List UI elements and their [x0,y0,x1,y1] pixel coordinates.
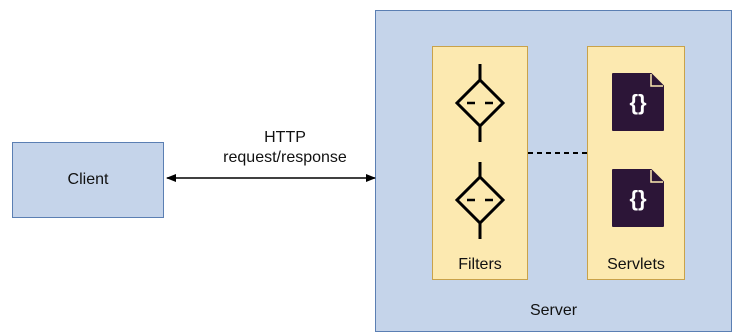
code-file-icon: {} [612,73,664,131]
filter-diamond-icon [454,64,506,142]
code-braces-glyph: {} [629,90,647,115]
servlets-label: Servlets [607,256,665,273]
connection-label-kind: request/response [223,149,347,166]
filters-label: Filters [458,256,502,273]
client-label: Client [67,171,109,188]
client-box: Client [12,142,164,218]
filter-diamond-icon [454,162,506,239]
code-file-icon: {} [612,169,664,227]
code-braces-glyph: {} [629,186,647,211]
connection-label-protocol: HTTP [264,129,306,146]
connection-label: HTTP request/response [190,128,380,168]
server-label: Server [529,302,578,319]
